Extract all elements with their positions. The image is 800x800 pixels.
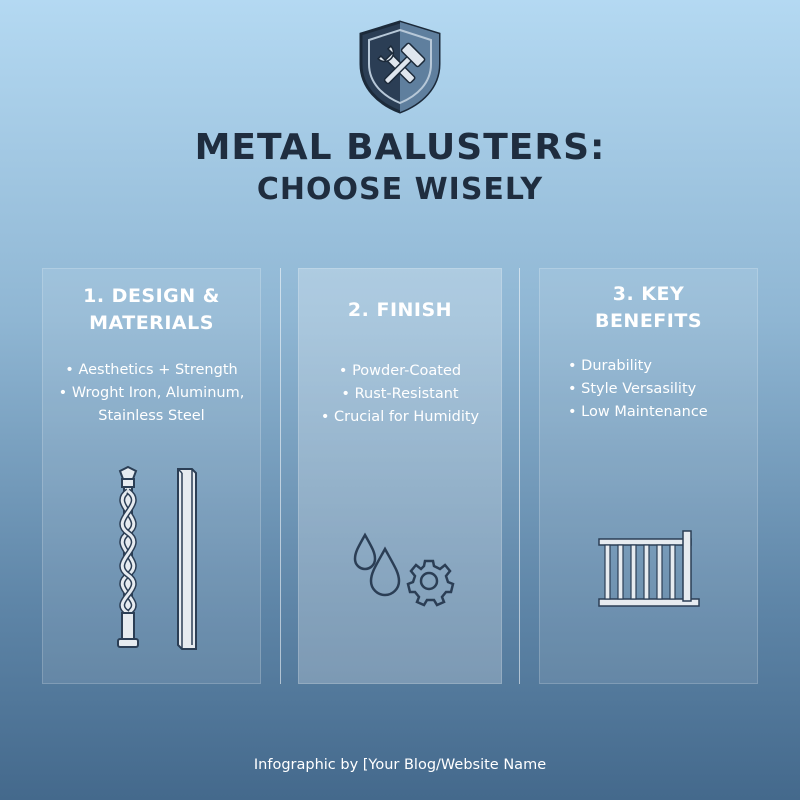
page-title: METAL BALUSTERS: CHOOSE WISELY (0, 126, 800, 210)
panel-heading-line-1: 1. DESIGN & (83, 285, 220, 307)
shield-hammer-wrench-icon (359, 20, 441, 114)
list-item-continuation: Stainless Steel (98, 408, 205, 424)
panel-heading-line-2: MATERIALS (89, 312, 214, 334)
droplets-gear-icon (353, 532, 455, 607)
panel-design-materials: 1. DESIGN & MATERIALS Aesthetics + Stren… (42, 268, 261, 684)
list-item: Style Versasility (568, 378, 757, 401)
panel-heading: 3. KEY BENEFITS (540, 281, 757, 335)
list-item: Crucial for Humidity (299, 406, 501, 429)
title-line-2: CHOOSE WISELY (256, 172, 544, 207)
railing-icon (598, 530, 700, 607)
list-item: Durability (568, 355, 757, 378)
bullet-list: Powder-Coated Rust-Resistant Crucial for… (299, 360, 501, 429)
bullet-list: Aesthetics + Strength Wroght Iron, Alumi… (43, 359, 260, 405)
panel-key-benefits: 3. KEY BENEFITS Durability Style Versasi… (539, 268, 758, 684)
title-line-1: METAL BALUSTERS: (194, 127, 606, 168)
panel-heading: 2. FINISH (347, 299, 453, 321)
list-item: Rust-Resistant (299, 383, 501, 406)
list-item: Aesthetics + Strength (43, 359, 260, 382)
panel-heading-line-2: BENEFITS (594, 310, 703, 332)
footer-credit: Infographic by [Your Blog/Website Name (253, 757, 547, 773)
bullet-list: Durability Style Versasility Low Mainten… (540, 355, 757, 424)
list-item: Wroght Iron, Aluminum, (43, 382, 260, 405)
panel-heading-line-1: 3. KEY (612, 283, 685, 305)
list-item: Low Maintenance (568, 401, 757, 424)
panel-heading: 1. DESIGN & MATERIALS (43, 283, 260, 337)
column-divider (280, 268, 281, 684)
panel-finish: 2. FINISH Powder-Coated Rust-Resistant C… (298, 268, 502, 684)
balusters-icon (117, 465, 197, 650)
list-item: Powder-Coated (299, 360, 501, 383)
column-divider (519, 268, 520, 684)
